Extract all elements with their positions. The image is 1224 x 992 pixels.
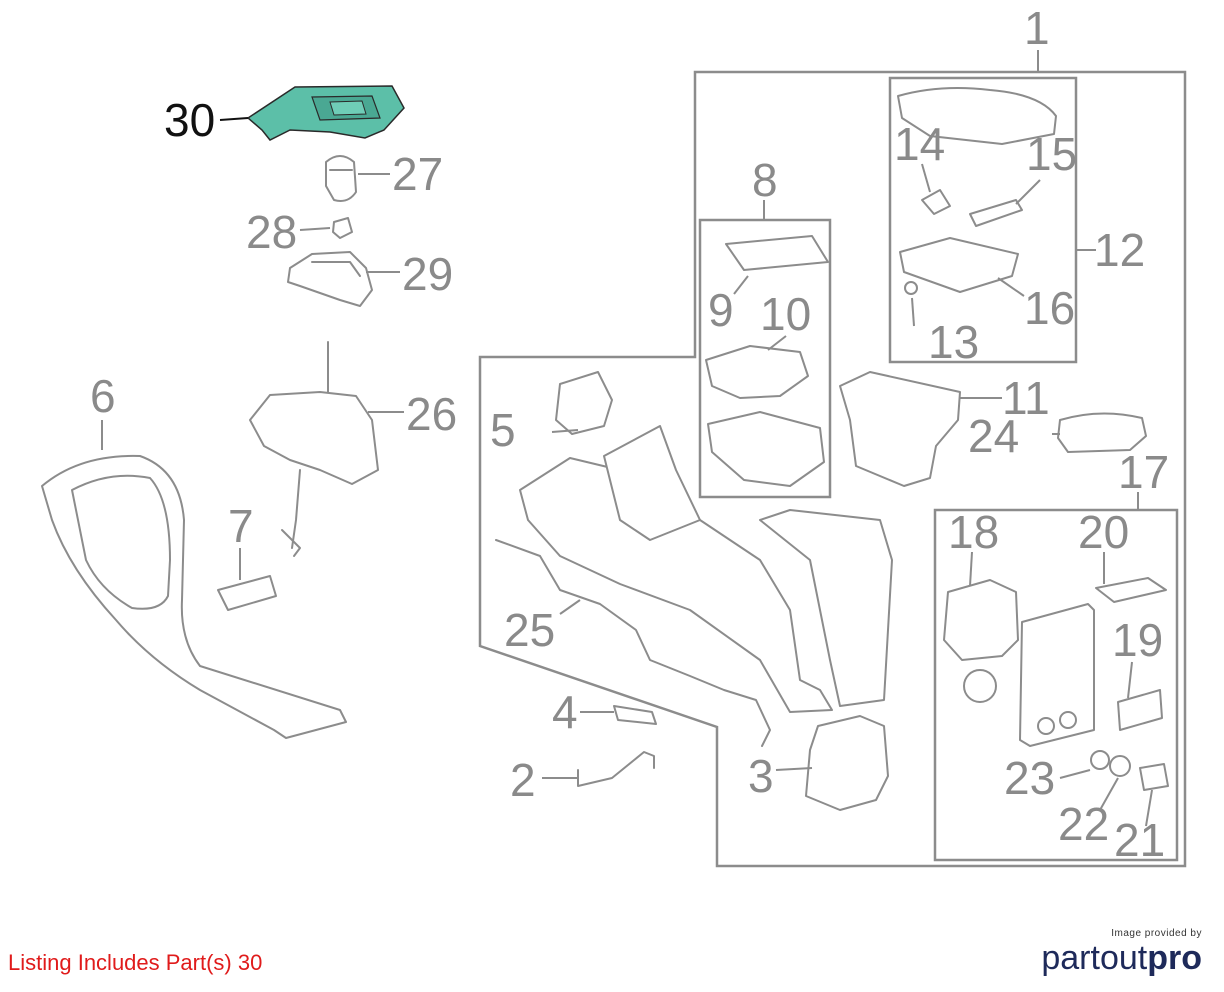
group-12-frame: [888, 76, 1078, 364]
part-2-bracket[interactable]: [577, 751, 655, 787]
callout-5: 5: [490, 404, 516, 456]
callout-27: 27: [392, 148, 443, 200]
part-20-cover[interactable]: [1095, 577, 1167, 603]
callout-15: 15: [1026, 128, 1077, 180]
group-1-frame: [478, 70, 1187, 868]
callout-1: 1: [1024, 2, 1050, 54]
part-12-lid[interactable]: [897, 87, 1057, 145]
brand-part: part: [1041, 939, 1100, 977]
provider-caption: Image provided by: [1111, 928, 1202, 939]
part-29-shift-trim[interactable]: [287, 251, 373, 307]
callout-26: 26: [406, 388, 457, 440]
part-11-storage-bin[interactable]: [839, 371, 961, 487]
part-24-armrest-pad[interactable]: [1057, 412, 1147, 453]
part-18b-ring[interactable]: [963, 669, 997, 703]
callout-2: 2: [510, 754, 536, 806]
callout-25: 25: [504, 604, 555, 656]
callout-4: 4: [552, 686, 578, 738]
callout-12: 12: [1094, 224, 1145, 276]
callout-18: 18: [948, 506, 999, 558]
part-26-shifter-assembly[interactable]: [249, 341, 379, 557]
callout-7: 7: [228, 500, 254, 552]
part-7-clip[interactable]: [217, 575, 277, 611]
part-15-hinge[interactable]: [969, 199, 1023, 227]
part-18-housing[interactable]: [943, 579, 1019, 661]
callout-8: 8: [752, 154, 778, 206]
part-9-cover[interactable]: [725, 235, 829, 271]
part-27-shift-knob[interactable]: [325, 155, 357, 202]
callout-23: 23: [1004, 752, 1055, 804]
callout-21: 21: [1114, 814, 1165, 866]
part-14-latch[interactable]: [921, 189, 951, 215]
leader-lines: [101, 50, 1153, 827]
group-17-frame: [933, 508, 1179, 862]
callout-22: 22: [1058, 798, 1109, 850]
callout-28: 28: [246, 206, 297, 258]
part-5-bracket[interactable]: [555, 371, 613, 435]
part-28-button[interactable]: [332, 217, 353, 239]
callout-9: 9: [708, 284, 734, 336]
brand-out: out: [1099, 939, 1148, 977]
part-17-bezel[interactable]: [1019, 603, 1095, 747]
part-10-cupholder[interactable]: [705, 345, 825, 487]
listing-includes-text: Listing Includes Part(s) 30: [8, 950, 263, 975]
part-21-plug[interactable]: [1139, 763, 1169, 791]
part-16-tray[interactable]: [899, 237, 1019, 293]
part-4-pad[interactable]: [613, 705, 657, 725]
callout-16: 16: [1024, 282, 1075, 334]
part-25-wiring-harness[interactable]: [495, 539, 771, 747]
part-console-body[interactable]: [519, 425, 893, 713]
part-3-bracket[interactable]: [805, 715, 889, 811]
callout-10: 10: [760, 288, 811, 340]
part-23-ring[interactable]: [1090, 750, 1110, 770]
callout-24: 24: [968, 410, 1019, 462]
callout-14: 14: [894, 118, 945, 170]
callout-13: 13: [928, 316, 979, 368]
callout-19: 19: [1112, 614, 1163, 666]
part-13-screw[interactable]: [904, 281, 918, 295]
callout-30: 30: [164, 94, 215, 146]
callout-29: 29: [402, 248, 453, 300]
brand-pro: pro: [1147, 939, 1202, 977]
callout-20: 20: [1078, 506, 1129, 558]
part-30-shift-bezel[interactable]: [246, 85, 405, 141]
provider-credit: Image provided by partoutpro: [1041, 928, 1202, 977]
partoutpro-logo[interactable]: partoutpro: [1041, 939, 1202, 977]
part-19-plate[interactable]: [1117, 689, 1163, 731]
callout-6: 6: [90, 370, 116, 422]
callout-17: 17: [1118, 446, 1169, 498]
part-22-socket[interactable]: [1109, 755, 1131, 777]
part-6-console-trim[interactable]: [41, 454, 347, 739]
callout-3: 3: [748, 750, 774, 802]
callout-11: 11: [1002, 372, 1050, 424]
